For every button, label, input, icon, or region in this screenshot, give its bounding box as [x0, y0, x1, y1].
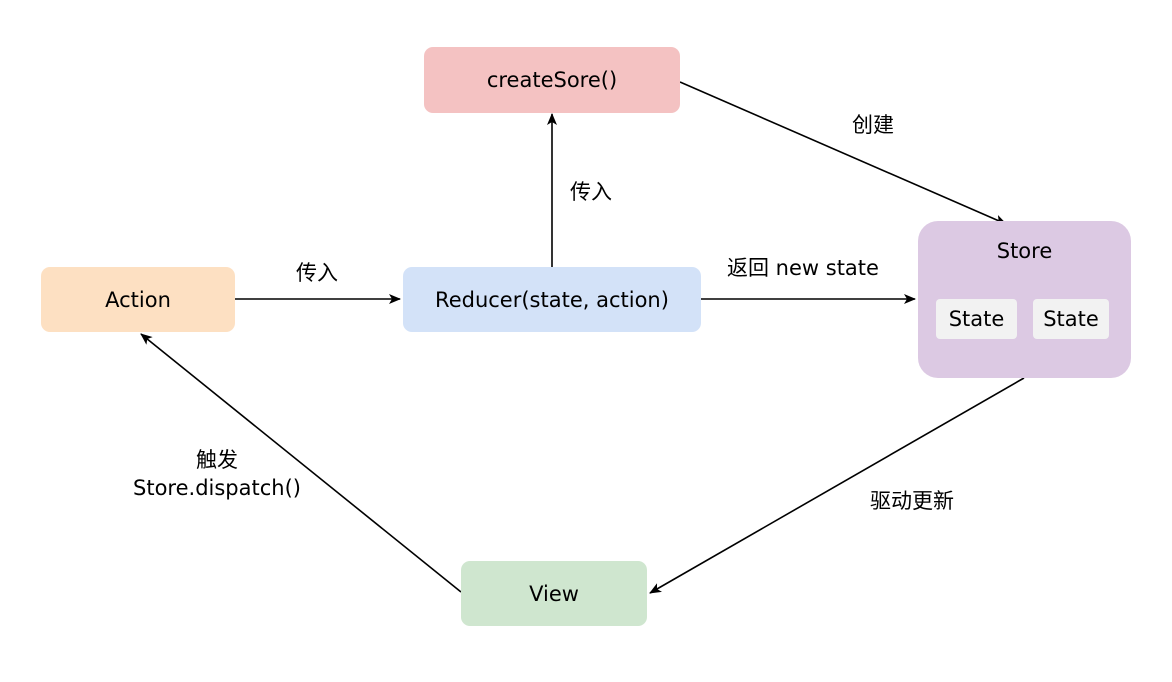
- edge-label-store-to-view: 驱动更新: [870, 489, 954, 513]
- edge-label-reducer-to-store: 返回 new state: [727, 256, 879, 280]
- store-title: Store: [996, 239, 1053, 263]
- view-label: View: [529, 581, 579, 606]
- edge-label-createstore-to-store: 创建: [852, 113, 894, 137]
- store-node: Store State State: [918, 221, 1131, 378]
- edge-label-view-to-action-line2: Store.dispatch(): [133, 476, 301, 500]
- reducer-label: Reducer(state, action): [435, 287, 669, 312]
- edge-label-reducer-to-createstore: 传入: [570, 180, 612, 204]
- edge-label-action-to-reducer: 传入: [296, 261, 338, 285]
- state-chip-1-label: State: [948, 307, 1005, 331]
- state-chip-2: State: [1033, 299, 1109, 339]
- edge-store-to-view: [649, 377, 1025, 594]
- view-node: View: [461, 561, 647, 626]
- state-chip-1: State: [936, 299, 1017, 339]
- edge-label-view-to-action-line1: 触发: [196, 448, 238, 472]
- edge-view-to-action: [140, 333, 462, 593]
- action-node: Action: [41, 267, 235, 332]
- create-store-label: createSore(): [486, 68, 618, 92]
- create-store-node: createSore(): [424, 47, 680, 113]
- state-chip-2-label: State: [1043, 307, 1099, 331]
- reducer-node: Reducer(state, action): [403, 267, 701, 332]
- edge-createstore-to-store: [679, 81, 1007, 225]
- edge-label-view-to-action: 触发 Store.dispatch(): [117, 446, 317, 502]
- action-label: Action: [105, 287, 171, 312]
